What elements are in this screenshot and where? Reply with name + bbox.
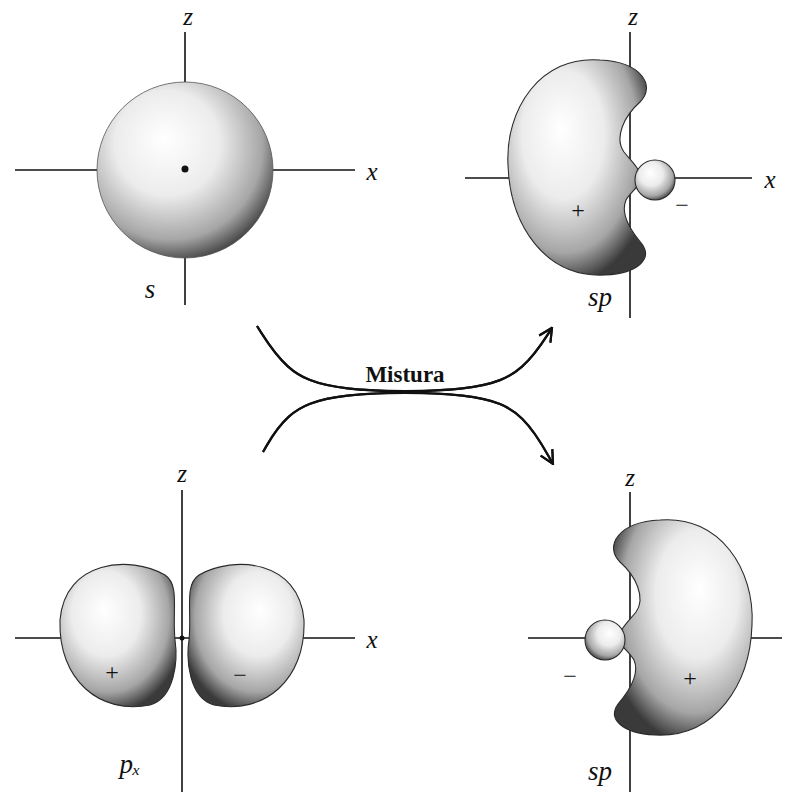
phase-sign: − xyxy=(675,192,689,218)
orbital-lobe xyxy=(614,520,753,735)
nucleus-dot xyxy=(182,166,189,173)
orbital-figure: + − pₓ xyxy=(55,470,313,785)
phase-sign: − xyxy=(233,662,247,688)
z-axis xyxy=(181,490,183,792)
orbital-name: sp xyxy=(588,283,612,313)
phase-sign: + xyxy=(105,659,119,685)
orbital-lobe xyxy=(188,564,304,706)
orbital-lobe xyxy=(508,60,647,275)
axis-label: z xyxy=(183,3,193,31)
axis-label: x xyxy=(366,158,377,186)
orbital-sphere xyxy=(97,82,273,258)
axis-label: z xyxy=(177,460,187,488)
phase-sign: + xyxy=(683,665,697,691)
mixing-arrow xyxy=(263,328,552,452)
mixing-arrow xyxy=(257,326,552,391)
axis-label: z xyxy=(625,464,635,492)
axis-label: x xyxy=(764,166,775,194)
nucleus-dot xyxy=(180,636,185,641)
axis-label: x xyxy=(366,626,377,654)
orbital-shape xyxy=(500,52,700,316)
axis-label: z xyxy=(628,3,638,31)
orbital-lobe xyxy=(585,620,625,660)
mixing-arrow xyxy=(263,393,553,464)
orbital-figure: s xyxy=(95,80,277,310)
orbital-shape xyxy=(545,478,757,790)
coordinate-axes xyxy=(15,32,782,792)
orbital-lobe xyxy=(60,564,176,706)
orbital-name: sp xyxy=(588,757,612,787)
mixing-arrow xyxy=(257,326,553,464)
orbital-figure: − + sp xyxy=(545,478,757,790)
orbital-name: pₓ xyxy=(119,750,140,780)
orbital-figure: + − sp xyxy=(500,52,700,316)
orbital-shape xyxy=(55,470,313,785)
edge-label: Mistura xyxy=(362,362,447,387)
orbital-name: s xyxy=(145,275,156,305)
orbital-shape xyxy=(95,80,277,310)
orbital-lobe xyxy=(635,160,675,200)
phase-sign: + xyxy=(571,197,585,223)
phase-sign: − xyxy=(563,663,577,689)
